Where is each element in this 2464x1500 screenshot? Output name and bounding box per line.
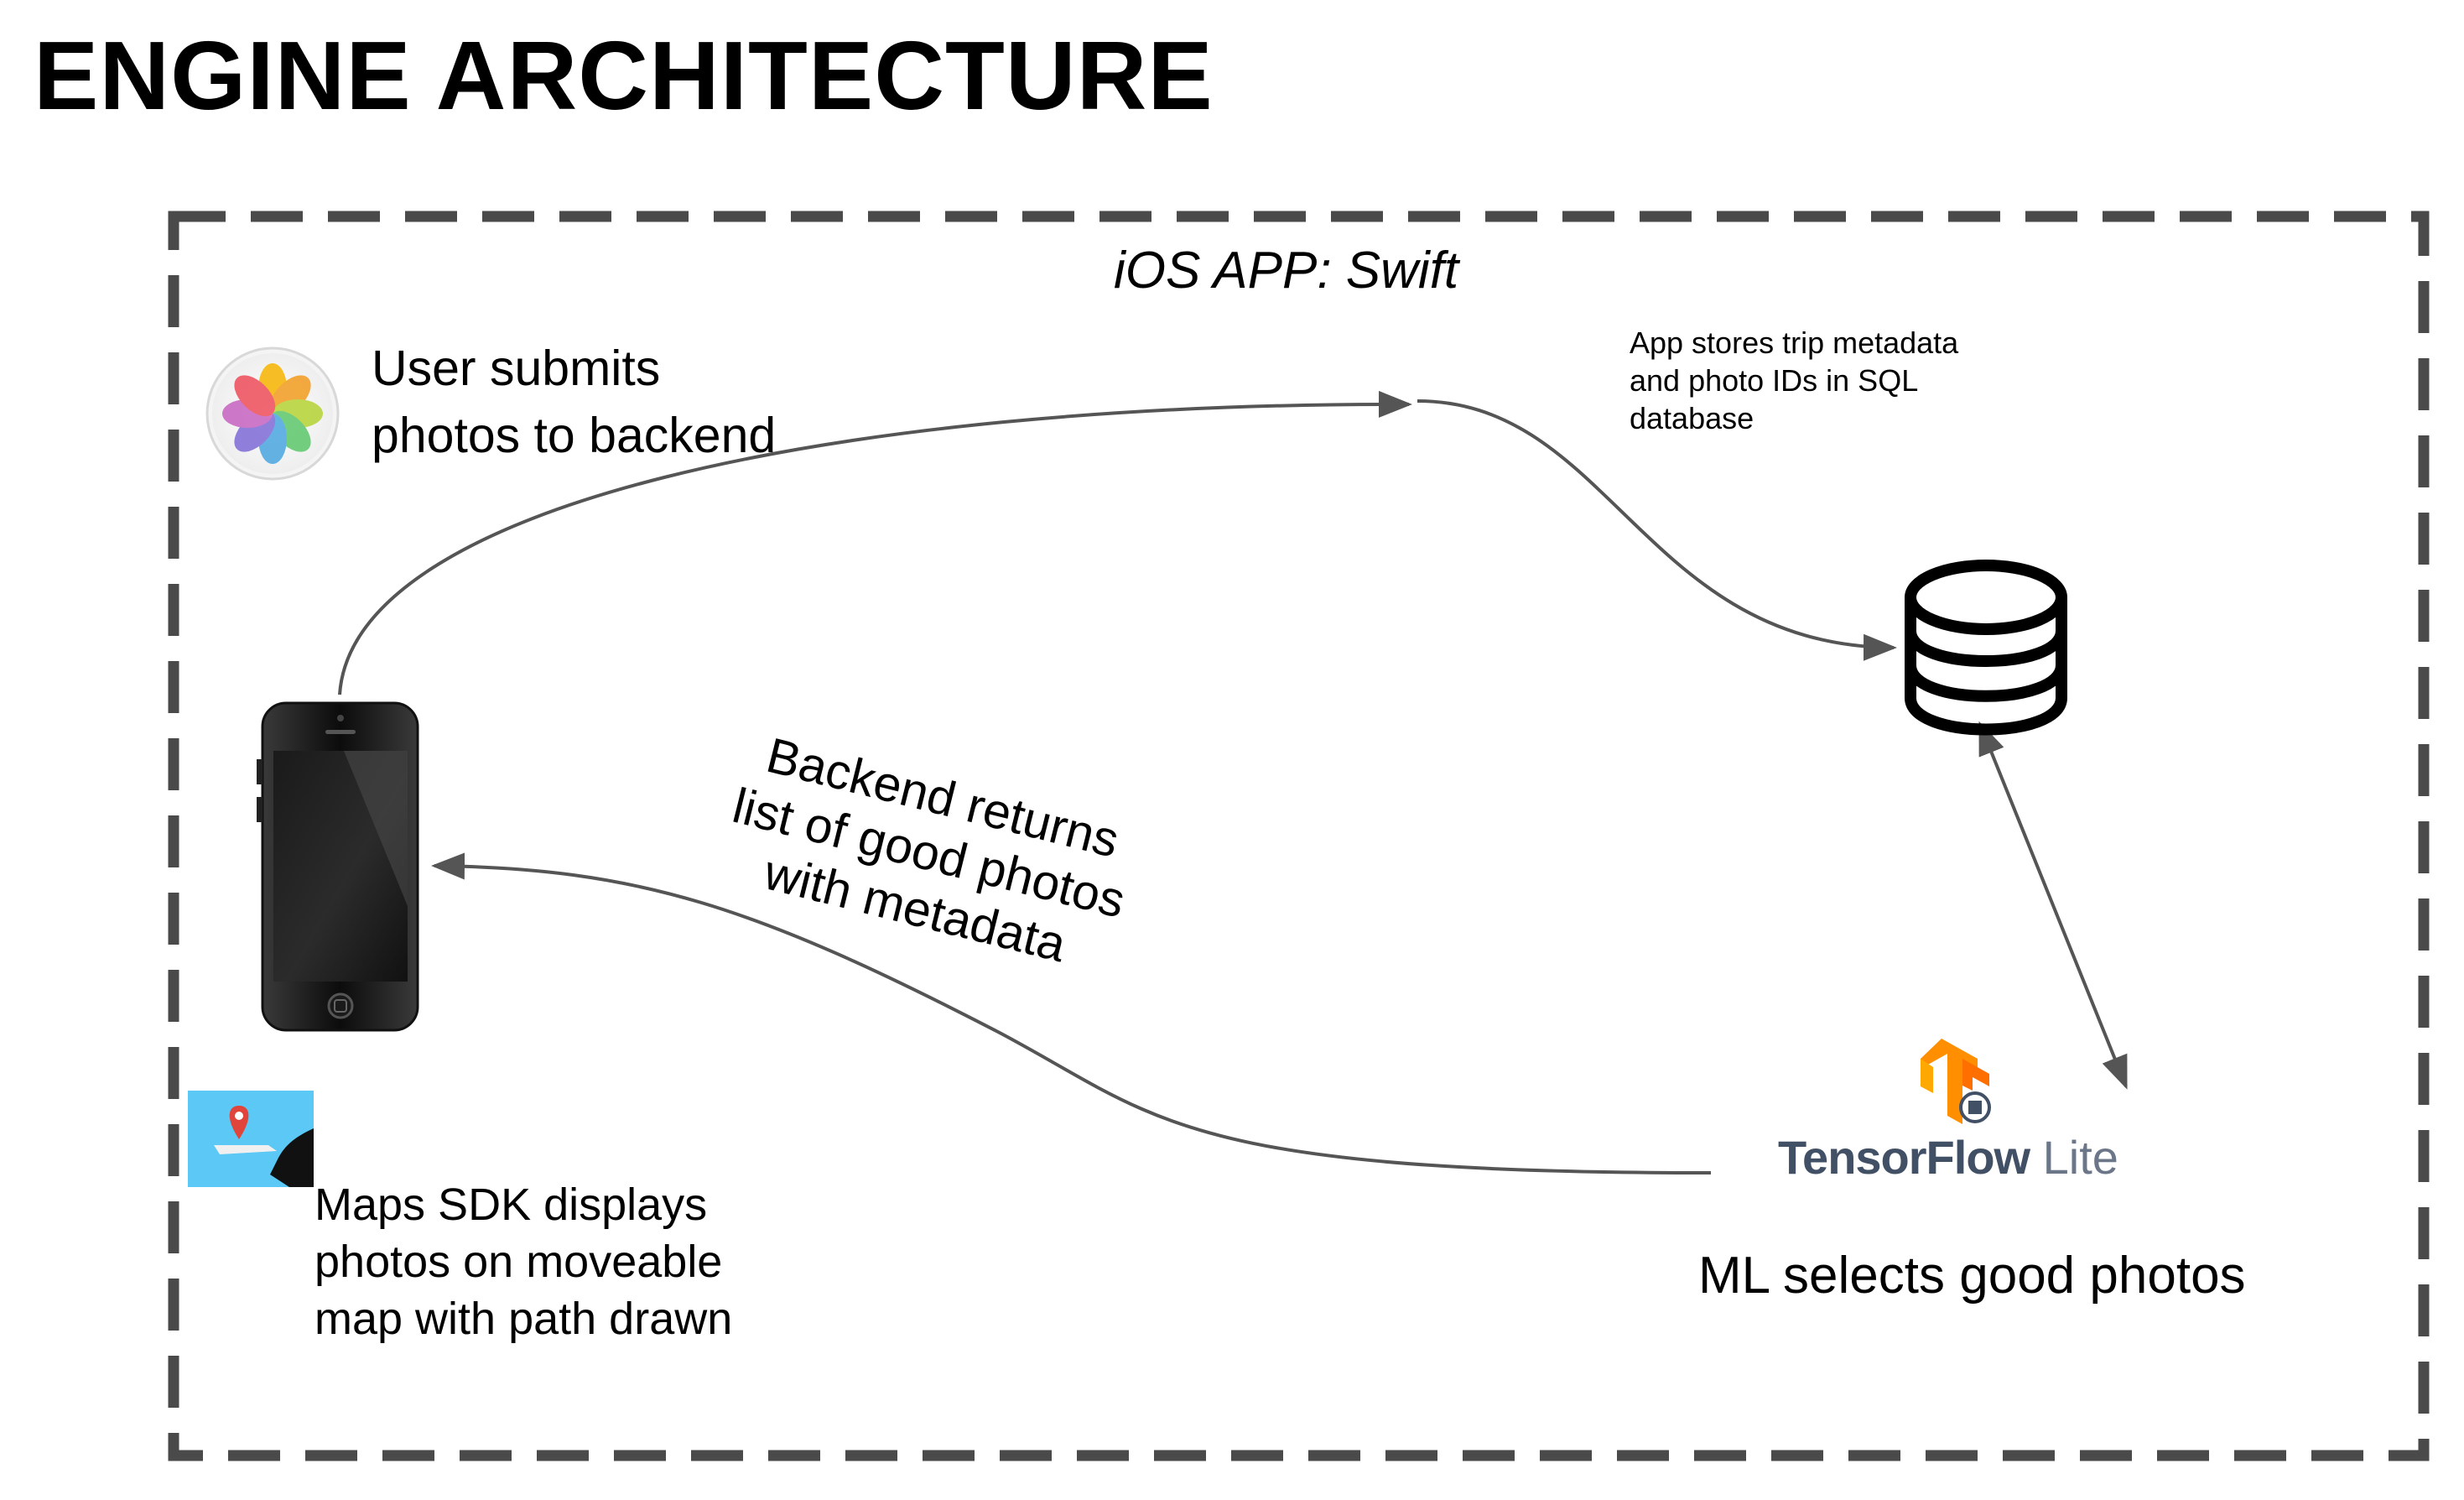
photos-app-icon [205,346,340,481]
container-label: iOS APP: Swift [1114,242,1459,299]
arrow-submit-to-backend [338,390,1412,695]
arrow-database-ml-bidirectional [1978,721,2128,1090]
step-store-label: App stores trip metadata and photo IDs i… [1630,324,1958,437]
step-submit-label: User submits photos to backend [372,335,776,469]
step-store-line-3: database [1630,401,1754,435]
step-ml-label: ML selects good photos [1698,1247,2246,1305]
iphone-icon [257,701,419,1032]
arrow-ml-to-phone [431,852,1712,1174]
step-maps-line-1: Maps SDK displays [314,1180,708,1230]
tensorflow-wordmark-light: Lite [2042,1131,2118,1184]
ios-app-container [168,211,2430,1461]
step-maps-line-2: photos on moveable [314,1237,723,1287]
step-submit-line-1: User submits [372,341,661,396]
step-store-line-1: App stores trip metadata [1630,326,1959,360]
arrow-backend-to-database [1417,399,1897,661]
tensorflow-wordmark-bold: TensorFlow [1778,1131,2030,1184]
step-store-line-2: and photo IDs in SQL [1630,363,1919,398]
step-maps-line-3: map with path drawn [314,1294,733,1344]
database-icon [1905,560,2067,736]
tensorflow-lite-wordmark: TensorFlow Lite [1778,1134,2118,1181]
tensorflow-logo-icon [1921,1039,1991,1124]
maps-sdk-icon [188,1091,314,1187]
page-title: ENGINE ARCHITECTURE [34,21,1214,130]
step-maps-label: Maps SDK displays photos on moveable map… [314,1176,732,1347]
step-submit-line-2: photos to backend [372,408,777,463]
